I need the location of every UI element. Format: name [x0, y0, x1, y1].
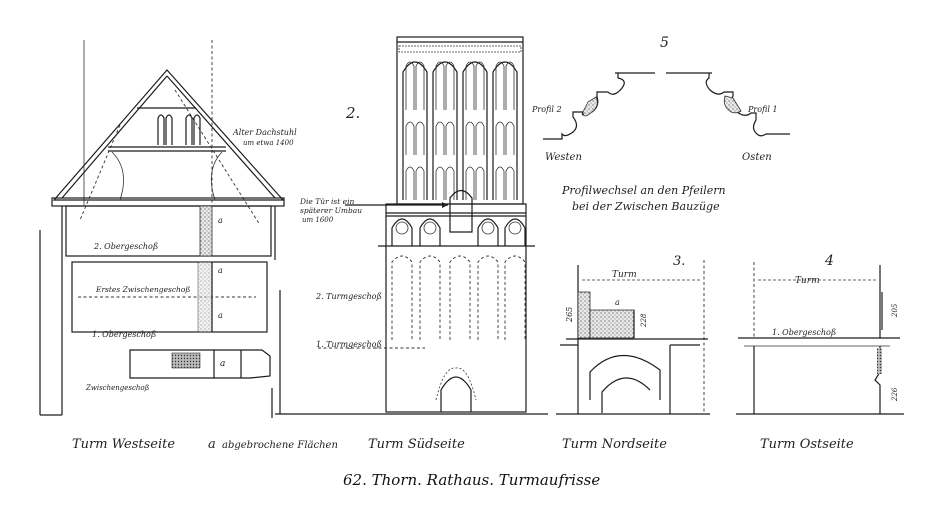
profile-number: 5	[660, 35, 669, 51]
window-light	[475, 121, 485, 155]
marker-a-4: a	[220, 359, 225, 369]
south-note-line2: späterer Umbau	[300, 206, 362, 215]
window-light	[495, 166, 505, 200]
window-light	[495, 61, 505, 110]
window-light	[445, 61, 455, 110]
window-light	[475, 61, 485, 110]
window-light	[435, 121, 445, 155]
window-light	[465, 166, 475, 200]
window-light	[505, 166, 515, 200]
west-legend-marker: a	[208, 437, 216, 452]
marker-a-1: a	[218, 216, 223, 225]
roof-windows	[157, 114, 201, 145]
dashed-bay	[477, 255, 499, 340]
window-light	[415, 61, 425, 110]
west-elevation-figure: Alter Dachstuhl um etwa 1400 2. Obergesc…	[39, 40, 338, 452]
rose-window	[423, 221, 437, 235]
east-number: 4	[824, 253, 834, 269]
north-number: 3.	[673, 254, 685, 269]
south-title: Turm Südseite	[368, 437, 465, 452]
dashed-bays	[391, 255, 526, 340]
tower-windows	[402, 61, 518, 200]
lower-arch	[419, 218, 441, 246]
north-title: Turm Nordseite	[562, 437, 667, 452]
north-dim-left: 265	[565, 307, 574, 323]
lower-arch	[477, 218, 499, 246]
window-light	[505, 121, 515, 155]
east-elevation-figure: 4 Turm 205 1. Obergeschoß 226 Turm Ostse…	[736, 253, 904, 452]
dashed-bay	[504, 255, 526, 340]
dashed-bay	[419, 255, 441, 340]
dashed-bay	[391, 255, 413, 340]
floor-label-interim: Zwischengeschoß	[85, 384, 150, 392]
profile-label-left: Profil 2	[531, 105, 562, 114]
rose-window	[508, 221, 522, 235]
plate-caption: 62. Thorn. Rathaus. Turmaufrisse	[343, 471, 600, 489]
lower-arch	[391, 218, 413, 246]
east-span-label: Turm	[795, 276, 820, 286]
floor-label-first-interim: Erstes Zwischengeschoß	[95, 285, 190, 294]
window-light	[435, 61, 445, 110]
west-legend-text: abgebrochene Flächen	[222, 440, 338, 451]
window-light	[475, 166, 485, 200]
window-bay	[402, 61, 428, 200]
window-light	[415, 166, 425, 200]
profile-note-line1: Profilwechsel an den Pfeilern	[561, 184, 726, 197]
profile-note-line2: bei der Zwischen Bauzüge	[572, 200, 720, 213]
floor-label-1st-tower: 1. Turmgeschoß	[316, 340, 382, 349]
window-light	[405, 61, 415, 110]
window-bay	[492, 61, 518, 200]
north-marker-a: a	[615, 298, 620, 307]
north-span-label: Turm	[612, 270, 637, 280]
window-light	[405, 121, 415, 155]
roof-note-line2: um etwa 1400	[243, 139, 294, 147]
south-note-line3: um 1600	[302, 216, 334, 224]
profile-label-right: Profil 1	[747, 105, 778, 114]
marker-a-2: a	[218, 266, 223, 275]
south-note-line1: Die Tür ist ein	[299, 197, 355, 206]
floor-label-2nd-upper: 2. Obergeschoß	[93, 242, 158, 251]
window-light	[435, 166, 445, 200]
floor-label-1st-upper: 1. Obergeschoß	[92, 330, 156, 339]
dashed-bay	[449, 255, 471, 340]
east-dim-upper: 205	[891, 303, 899, 318]
south-elevation-figure: 2. Die Tür ist ein späterer Umbau um 160…	[275, 36, 548, 452]
profile-side-left: Westen	[545, 152, 582, 163]
window-light	[445, 121, 455, 155]
east-title: Turm Ostseite	[760, 437, 854, 452]
profile-figure: 5 Profil 2 Profil 1 Westen Osten Profilw…	[531, 35, 790, 213]
window-bay	[462, 61, 488, 200]
west-title: Turm Westseite	[72, 437, 175, 452]
window-light	[415, 121, 425, 155]
south-number: 2.	[345, 104, 360, 122]
floor-label-2nd-tower: 2. Turmgeschoß	[315, 292, 382, 301]
lower-arch	[504, 218, 526, 246]
east-dim-lower: 226	[891, 387, 899, 402]
profile-side-right: Osten	[742, 152, 772, 163]
marker-a-3: a	[218, 311, 223, 320]
north-elevation-figure: 3. Turm a 265 228 Turm Nordseite	[556, 254, 710, 452]
window-light	[465, 121, 475, 155]
window-light	[505, 61, 515, 110]
east-floor-label: 1. Obergeschoß	[772, 328, 836, 337]
rose-window	[481, 221, 495, 235]
rose-window	[395, 221, 409, 235]
window-light	[495, 121, 505, 155]
roof-note-line1: Alter Dachstuhl	[232, 128, 297, 137]
window-light	[465, 61, 475, 110]
window-light	[405, 166, 415, 200]
window-bay	[432, 61, 458, 200]
lower-arches	[391, 218, 526, 246]
window-light	[445, 166, 455, 200]
north-dim-right: 228	[640, 313, 648, 328]
